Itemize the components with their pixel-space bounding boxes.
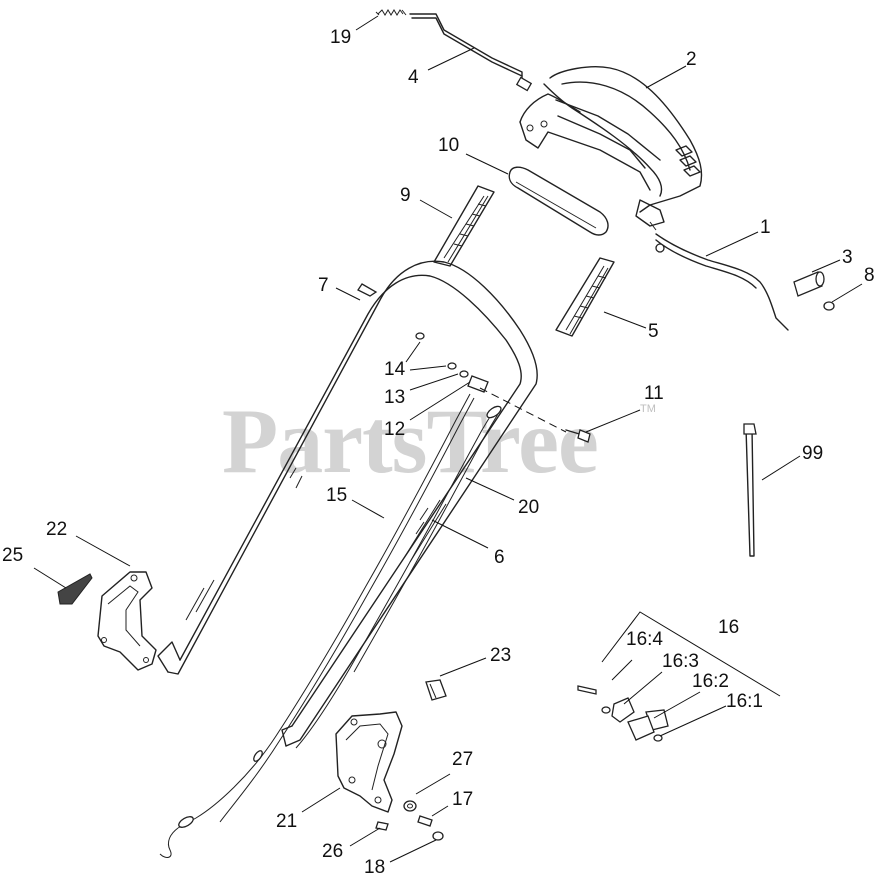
callout-18[interactable]: 18 [364, 857, 386, 878]
callout-16-1[interactable]: 16:1 [726, 691, 763, 712]
part-10-grip-pad [508, 166, 609, 236]
callout-4[interactable]: 4 [408, 67, 419, 88]
part-13-nut [459, 370, 469, 378]
part-27-spacer [403, 800, 417, 812]
part-2-upper-handle [519, 66, 703, 227]
callout-16-3[interactable]: 16:3 [662, 651, 699, 672]
part-23-clip [425, 679, 447, 701]
callout-19[interactable]: 19 [330, 27, 352, 48]
callout-10[interactable]: 10 [438, 135, 460, 156]
callout-25[interactable]: 25 [2, 545, 24, 566]
callout-8[interactable]: 8 [864, 265, 875, 286]
part-17-bolt [417, 815, 433, 827]
part-6-handle-frame [157, 260, 538, 747]
callout-16-4[interactable]: 16:4 [626, 629, 663, 650]
callout-23[interactable]: 23 [490, 645, 512, 666]
part-20-cable [295, 405, 502, 749]
leader-lines [33, 15, 863, 863]
callout-2[interactable]: 2 [686, 49, 697, 70]
part-3-spacer [793, 271, 825, 297]
part-16-assembly [577, 611, 781, 742]
callout-21[interactable]: 21 [276, 811, 298, 832]
part-19-spring [375, 9, 407, 16]
part-7-clip [357, 283, 378, 297]
part-12-cable-clamp [467, 375, 489, 393]
part-25-shield [57, 573, 93, 605]
callout-5[interactable]: 5 [648, 321, 659, 342]
part-18-nut [432, 831, 444, 841]
callout-14[interactable]: 14 [384, 359, 406, 380]
callout-17[interactable]: 17 [452, 789, 474, 810]
part-99-cable-tie [743, 423, 757, 557]
part-4-control-rod [409, 13, 533, 92]
watermark-trademark: TM [640, 403, 656, 415]
part-21-bracket [335, 711, 403, 813]
part-15-cable [159, 393, 475, 858]
callout-99[interactable]: 99 [802, 443, 824, 464]
part-5-bracket [555, 257, 615, 337]
part-1-cable [649, 221, 789, 331]
callout-11[interactable]: 11 [644, 383, 664, 404]
part-9-bracket [433, 185, 495, 267]
callout-16[interactable]: 16 [718, 617, 740, 638]
part-8-nut [823, 301, 835, 311]
callout-6[interactable]: 6 [494, 547, 505, 568]
callout-22[interactable]: 22 [46, 519, 68, 540]
callout-3[interactable]: 3 [842, 247, 853, 268]
callout-7[interactable]: 7 [318, 275, 329, 296]
callout-13[interactable]: 13 [384, 387, 406, 408]
callout-12[interactable]: 12 [384, 419, 406, 440]
callout-16-2[interactable]: 16:2 [692, 671, 729, 692]
callout-15[interactable]: 15 [326, 485, 348, 506]
part-22-bracket [97, 571, 157, 671]
part-11-bolt [479, 387, 591, 443]
callout-27[interactable]: 27 [452, 749, 474, 770]
callout-26[interactable]: 26 [322, 841, 344, 862]
callout-1[interactable]: 1 [760, 217, 771, 238]
part-14-washer [415, 332, 457, 370]
part-26-bolt [375, 821, 389, 831]
callout-20[interactable]: 20 [518, 497, 540, 518]
callout-9[interactable]: 9 [400, 185, 411, 206]
